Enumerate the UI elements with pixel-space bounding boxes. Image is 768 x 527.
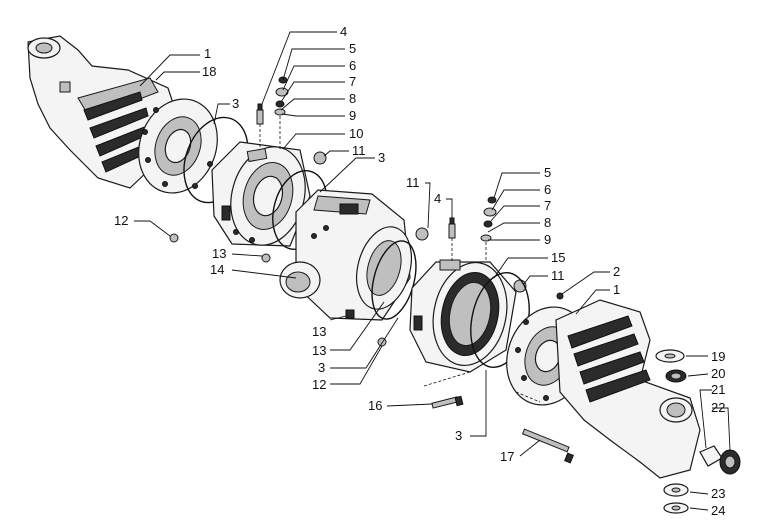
callout-11: 11 (551, 268, 565, 283)
left-brake-housing (211, 141, 311, 247)
callout-6: 6 (349, 58, 356, 73)
callout-8: 8 (544, 215, 551, 230)
leader-lines (134, 31, 731, 511)
callout-11: 11 (406, 175, 420, 190)
callout-5: 5 (544, 165, 551, 180)
bolt-17 (521, 428, 574, 464)
callout-14: 14 (210, 262, 224, 277)
left-bleed-fitting-stack (256, 76, 289, 150)
callout-20: 20 (711, 366, 725, 381)
left-wheel-hub-flange (138, 98, 218, 194)
left-plug-12 (169, 233, 179, 243)
callout-12: 12 (312, 377, 326, 392)
bushing-21 (699, 445, 723, 467)
callout-4: 4 (340, 24, 347, 39)
callout-18: 18 (202, 64, 216, 79)
callout-21: 21 (711, 382, 725, 397)
callout-23: 23 (711, 486, 725, 501)
center-right-oring (371, 240, 417, 320)
right-bleed-fitting-stack (448, 196, 497, 262)
callout-12: 12 (114, 213, 128, 228)
callout-3: 3 (318, 360, 325, 375)
callout-3: 3 (378, 150, 385, 165)
breather-2 (556, 292, 564, 300)
callout-16: 16 (368, 398, 382, 413)
center-plug-11 (415, 227, 429, 241)
callout-15: 15 (551, 250, 565, 265)
bolt-16 (431, 395, 464, 409)
callout-6: 6 (544, 182, 551, 197)
callout-17: 17 (500, 449, 514, 464)
callout-9: 9 (544, 232, 551, 247)
callout-7: 7 (544, 198, 551, 213)
callout-11: 11 (352, 143, 366, 158)
plug-13 (261, 253, 271, 263)
callout-8: 8 (349, 91, 356, 106)
callout-7: 7 (349, 74, 356, 89)
left-plug-11 (313, 151, 327, 165)
callout-1: 1 (204, 46, 211, 61)
callout-2: 2 (613, 264, 620, 279)
callout-3: 3 (455, 428, 462, 443)
callout-1: 1 (613, 282, 620, 297)
callout-13: 13 (312, 324, 326, 339)
callout-24: 24 (711, 503, 725, 518)
center-differential-housing (279, 189, 412, 321)
callout-3: 3 (232, 96, 239, 111)
callout-5: 5 (349, 41, 356, 56)
callout-10: 10 (349, 126, 363, 141)
right-brake-housing (409, 259, 517, 373)
callout-22: 22 (711, 400, 725, 415)
callout-13: 13 (312, 343, 326, 358)
callout-13: 13 (212, 246, 226, 261)
callout-4: 4 (434, 191, 441, 206)
callout-9: 9 (349, 108, 356, 123)
callout-labels: 1 18 3 4 5 6 7 8 9 10 11 3 12 13 14 11 4… (114, 24, 725, 518)
right-axle-housing (555, 299, 701, 479)
callout-19: 19 (711, 349, 725, 364)
